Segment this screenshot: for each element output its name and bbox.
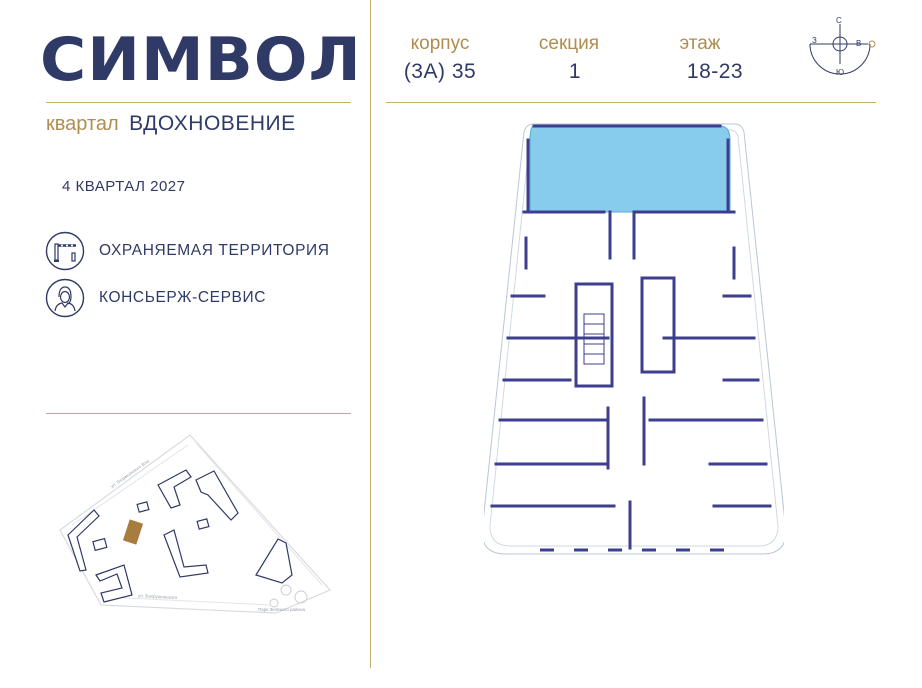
site-building xyxy=(157,469,192,509)
floor-outline xyxy=(484,123,784,555)
feature-item-security: ОХРАНЯЕМАЯ ТЕРРИТОРИЯ xyxy=(45,231,330,271)
compass-east-label: В xyxy=(856,39,861,48)
site-plan-map: ул. Безумолчного Вла ул. Бахрушинского П… xyxy=(59,434,332,614)
feature-label-concierge: КОНСЬЕРЖ-СЕРВИС xyxy=(99,289,266,306)
compass-icon: С З В Ю xyxy=(809,16,876,76)
wall xyxy=(606,396,646,470)
param-value-korpus: (3А) 35 xyxy=(403,60,477,83)
wall xyxy=(608,210,636,260)
site-building xyxy=(163,529,209,578)
divider-vertical xyxy=(370,0,371,668)
completion-date: 4 КВАРТАЛ 2027 xyxy=(62,178,186,195)
sun-icon xyxy=(868,40,876,48)
quarter-name: ВДОХНОВЕНИЕ xyxy=(129,112,296,135)
floor-plan xyxy=(484,123,784,555)
tree-icon xyxy=(269,598,279,608)
site-building xyxy=(92,537,108,552)
tree-icon xyxy=(280,584,292,596)
divider-mid-left xyxy=(46,413,351,414)
wall xyxy=(640,276,676,374)
param-label-section: секция xyxy=(538,33,600,54)
param-value-section: 1 xyxy=(568,60,582,83)
tree-icon xyxy=(294,590,308,604)
site-building xyxy=(255,538,293,584)
site-building xyxy=(67,509,100,572)
site-building xyxy=(95,564,133,603)
param-value-floor: 18-23 xyxy=(686,60,744,83)
selected-apartment[interactable] xyxy=(529,125,731,213)
site-building xyxy=(136,501,150,513)
feature-label-security: ОХРАНЯЕМАЯ ТЕРРИТОРИЯ xyxy=(99,242,330,259)
site-building xyxy=(196,518,210,530)
quarter-label: квартал xyxy=(46,113,119,135)
param-label-korpus: корпус xyxy=(410,33,470,54)
divider-top-right xyxy=(386,102,876,103)
wall xyxy=(526,138,730,214)
site-building xyxy=(195,470,239,521)
concierge-icon xyxy=(45,278,85,318)
wall xyxy=(574,282,614,388)
compass-south-label: Ю xyxy=(836,68,844,76)
street-label-bottom: ул. Бахрушинского xyxy=(138,593,178,600)
selected-building-marker xyxy=(122,519,144,545)
quarter-line: квартал ВДОХНОВЕНИЕ xyxy=(46,112,296,136)
param-label-floor: этаж xyxy=(679,33,721,54)
compass-west-label: З xyxy=(812,36,817,45)
feature-item-concierge: КОНСЬЕРЖ-СЕРВИС xyxy=(45,278,266,318)
park-label: Парк Зелёного района xyxy=(258,606,305,612)
wall xyxy=(524,236,736,280)
divider-top-left xyxy=(46,102,351,103)
brand-logo: СИМВОЛ xyxy=(40,25,362,95)
compass-north-label: С xyxy=(836,16,842,25)
barrier-icon xyxy=(45,231,85,271)
staircase xyxy=(583,313,605,365)
